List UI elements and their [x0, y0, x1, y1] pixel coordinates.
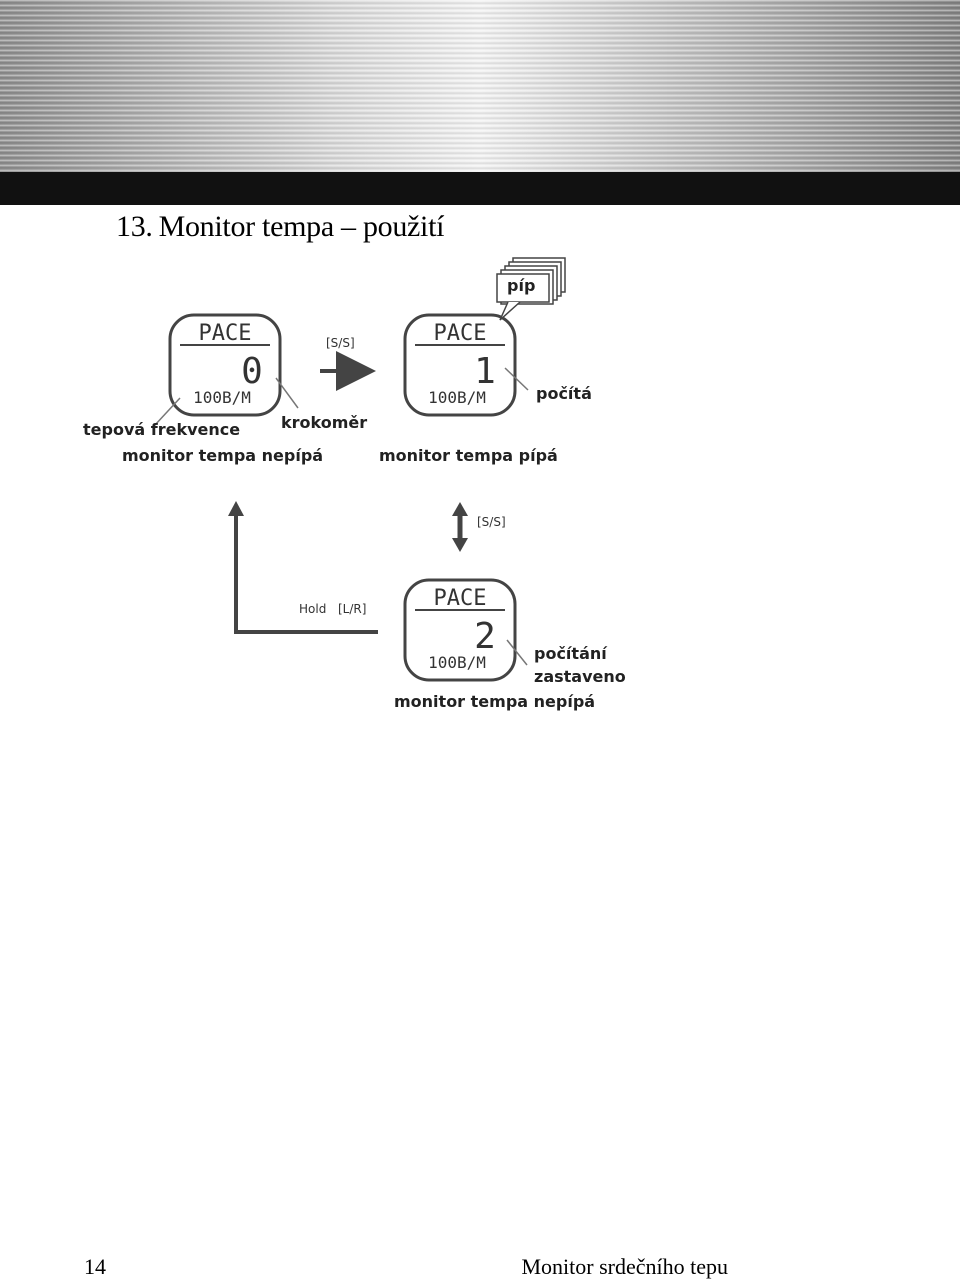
diagram-graphics: PACE 0 100B/M PACE 1 100B/M PACE 2 100B/… — [154, 257, 566, 682]
label-pedometer: krokoměr — [281, 413, 368, 432]
pointer-heart-rate — [154, 397, 181, 426]
label-monitor-silent-1: monitor tempa nepípá — [122, 446, 324, 465]
label-counting-stopped-1: počítání — [534, 644, 607, 663]
pointer-pedometer — [275, 377, 299, 409]
watch-1-bottom-label: 100B/M — [193, 388, 251, 407]
header-black-bar — [0, 172, 960, 205]
watch-2-bottom-label: 100B/M — [428, 388, 486, 407]
footer-title: Monitor srdečního tepu — [521, 1254, 728, 1279]
label-pip: píp — [507, 276, 536, 295]
watch-2-value: 1 — [474, 351, 496, 392]
beep-bubble-icon — [496, 257, 566, 321]
watch-display-3: PACE 2 100B/M — [403, 578, 517, 682]
watch-3-bottom-label: 100B/M — [428, 653, 486, 672]
pace-monitor-diagram: PACE 0 100B/M PACE 1 100B/M PACE 2 100B/… — [0, 250, 960, 730]
watch-2-top-label: PACE — [434, 321, 487, 346]
pointer-counting-stopped — [506, 639, 528, 666]
watch-1-value: 0 — [241, 351, 263, 392]
label-monitor-beeps: monitor tempa pípá — [379, 446, 558, 465]
pointer-counts — [504, 367, 529, 391]
label-hold: Hold — [299, 602, 327, 616]
label-monitor-silent-2: monitor tempa nepípá — [394, 692, 596, 711]
label-heart-rate: tepová frekvence — [83, 420, 241, 439]
page-number: 14 — [84, 1254, 106, 1279]
double-arrow-vertical-icon — [452, 502, 468, 552]
label-counting-stopped-2: zastaveno — [534, 667, 626, 686]
section-title-text: Monitor tempa – použití — [158, 210, 445, 243]
watch-1-top-label: PACE — [199, 321, 252, 346]
header-metal-banner — [0, 0, 960, 172]
label-counts: počítá — [536, 384, 592, 403]
section-title: 13.Monitor tempa – použití — [116, 210, 444, 244]
section-number: 13. — [116, 210, 153, 243]
label-lr: [L/R] — [338, 602, 367, 616]
label-ss-right: [S/S] — [326, 336, 355, 350]
watch-display-2: PACE 1 100B/M — [403, 313, 517, 417]
label-ss-vertical: [S/S] — [477, 515, 506, 529]
watch-display-1: PACE 0 100B/M — [168, 313, 282, 417]
watch-3-top-label: PACE — [434, 586, 487, 611]
return-arrow-icon — [228, 501, 378, 634]
watch-3-value: 2 — [474, 616, 496, 657]
